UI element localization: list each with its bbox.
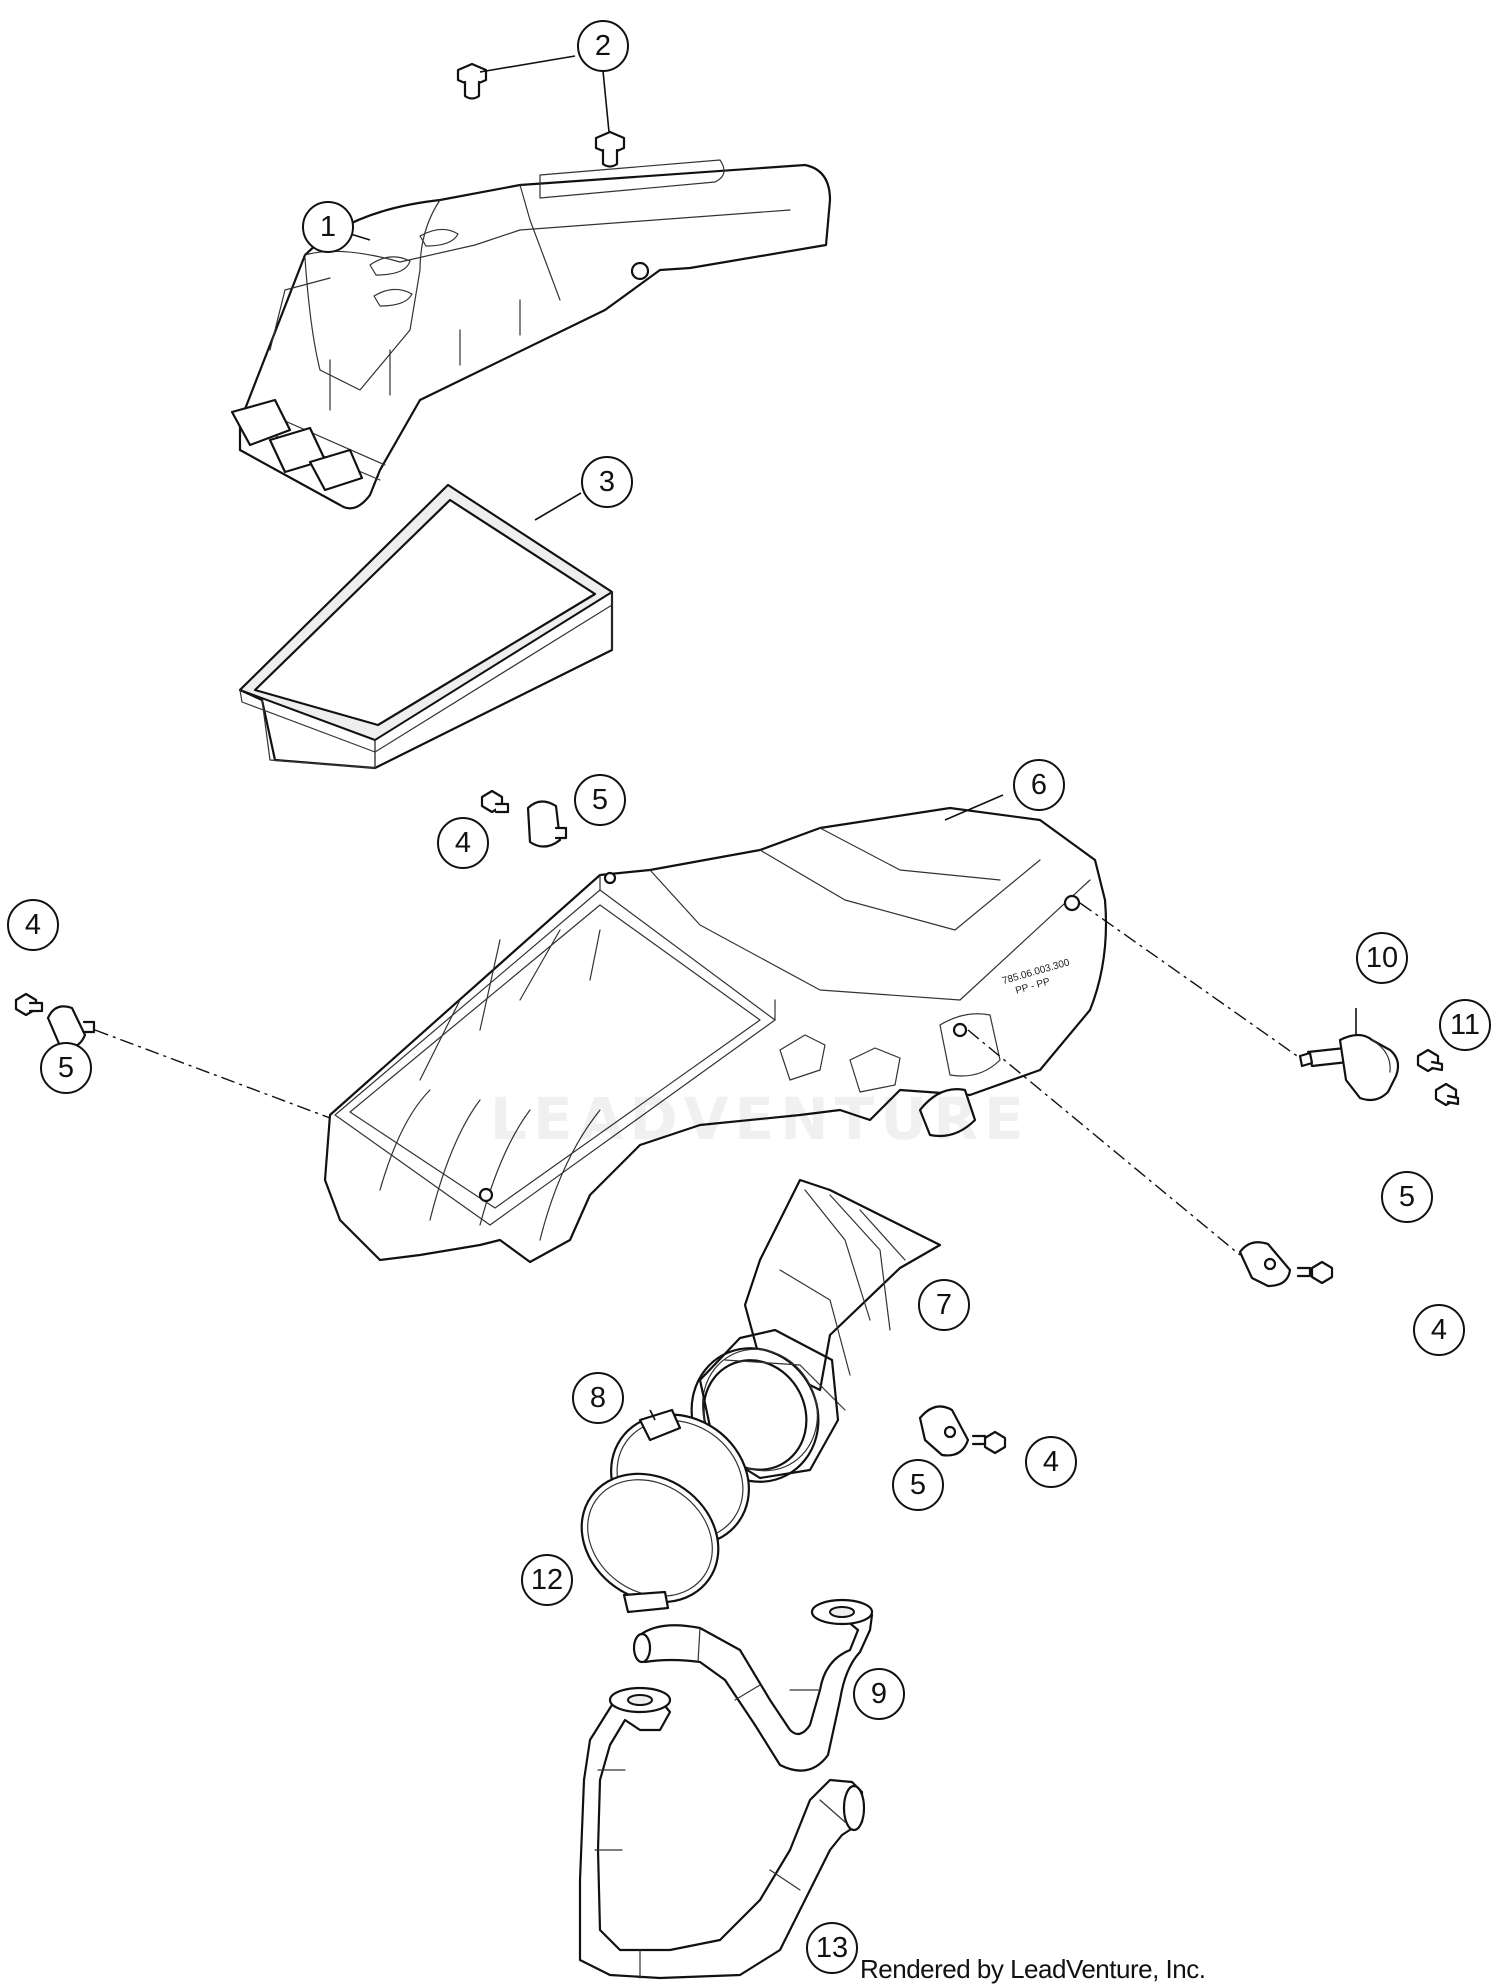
callout-8: 8 [572,1372,624,1424]
callout-label-8: 8 [590,1382,606,1414]
callout-label-3: 3 [599,466,615,498]
rubber-bushing-part-5-left [46,1005,96,1049]
callout-4-right: 4 [1413,1304,1465,1356]
callout-label-6: 6 [1031,769,1047,801]
rubber-bushing-part-5-lower [918,1405,970,1457]
callout-label-11: 11 [1450,1009,1480,1041]
breather-hose-part-13 [578,1686,866,1980]
callout-label-9: 9 [871,1678,887,1710]
rubber-bushing-part-5-right [1238,1241,1292,1288]
screw-part-11-upper [1416,1048,1444,1073]
credit-text: Rendered by LeadVenture, Inc. [860,1954,1206,1984]
air-filter-part-3 [238,483,614,770]
callout-3: 3 [581,456,633,508]
callout-5-right: 5 [1381,1171,1433,1223]
callout-label-13: 13 [816,1932,848,1964]
callout-label-4-lower: 4 [1043,1446,1059,1478]
screw-part-4-right [1296,1260,1334,1285]
callout-4-upper: 4 [437,817,489,869]
breather-hose-part-9 [632,1598,874,1772]
callout-11: 11 [1439,999,1491,1051]
callout-label-7: 7 [936,1289,952,1321]
callout-12: 12 [521,1554,573,1606]
callout-4-left: 4 [7,899,59,951]
screw-part-4-upper [480,789,510,814]
callout-label-4-left: 4 [25,909,41,941]
callout-label-5-lower: 5 [910,1469,926,1501]
callout-5-left: 5 [40,1042,92,1094]
rubber-bushing-part-5-upper [526,800,568,848]
callout-label-2: 2 [595,30,611,62]
assembly-line-right [967,1029,1241,1256]
callout-4-lower: 4 [1025,1436,1077,1488]
callout-label-4-upper: 4 [455,827,471,859]
callout-label-5-right: 5 [1399,1181,1415,1213]
assembly-line-left [94,1029,331,1119]
callout-2: 2 [577,20,629,72]
callout-7: 7 [918,1279,970,1331]
callout-label-10: 10 [1366,942,1398,974]
callout-6: 6 [1013,759,1065,811]
screw-part-4-lower [971,1430,1007,1455]
callout-label-1: 1 [320,211,336,243]
screw-part-2-left [456,62,488,100]
callout-label-5-upper: 5 [592,784,608,816]
sensor-part-10 [1298,1033,1400,1102]
callout-9: 9 [853,1668,905,1720]
callout-5-upper: 5 [574,774,626,826]
callout-label-12: 12 [531,1564,563,1596]
assembly-line-sensor [1079,902,1301,1059]
screw-part-4-left [14,992,44,1017]
screw-part-11-lower [1434,1082,1460,1107]
clamp-ring-part-12 [580,1472,720,1614]
callout-5-lower: 5 [892,1459,944,1511]
air-filter-box-part-6: 785.06.003.300 PP - PP [323,806,1108,1264]
callout-10: 10 [1356,932,1408,984]
callout-1: 1 [302,201,354,253]
callout-label-4-right: 4 [1431,1314,1447,1346]
air-box-cover-part-1 [230,159,832,510]
callout-13: 13 [806,1922,858,1974]
callout-label-5-left: 5 [58,1052,74,1084]
screw-part-2-right [594,130,626,168]
